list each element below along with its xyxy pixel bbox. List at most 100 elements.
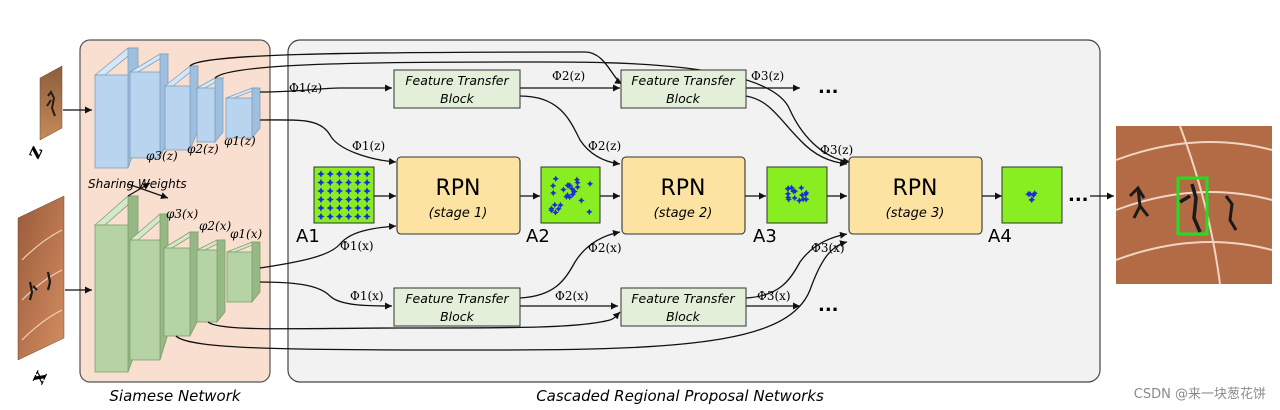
anchor-star: [785, 194, 792, 201]
anchor-star: [790, 187, 797, 195]
Phi2-z-label-b: Φ2(z): [588, 139, 621, 153]
ftb-top-2: Feature Transfer Block: [620, 69, 747, 109]
input-search-image: [17, 195, 65, 361]
phi1-x-label: φ1(x): [230, 227, 262, 241]
ellipsis-bottom: ...: [818, 295, 839, 316]
anchor-label-3: A3: [753, 226, 777, 247]
cascaded-rpn-caption: Cascaded Regional Proposal Networks: [536, 387, 824, 405]
anchor-star: [326, 195, 334, 204]
ftb-top-2-line1: Feature Transfer: [631, 73, 735, 88]
Phi3-x-label-b: Φ3(x): [757, 289, 791, 303]
anchor-star: [551, 201, 558, 209]
anchor-map-3: [766, 166, 828, 224]
anchor-star: [552, 175, 559, 183]
anchor-star: [363, 212, 371, 221]
ellipsis-middle: ...: [1068, 185, 1089, 206]
anchor-star: [798, 191, 806, 199]
ftb-bottom-1-line2: Block: [440, 309, 475, 324]
anchor-star: [363, 170, 371, 178]
anchor-star: [586, 208, 593, 216]
Phi3-x-label-a: Φ3(x): [811, 241, 845, 255]
anchor-star: [802, 196, 810, 203]
anchor-star: [335, 212, 343, 221]
anchor-star: [363, 204, 371, 212]
ftb-top-2-line2: Block: [666, 91, 701, 106]
anchor-star: [317, 170, 325, 178]
anchor-label-4: A4: [988, 226, 1012, 247]
anchor-star: [550, 189, 557, 197]
anchor-star: [578, 197, 585, 204]
anchor-star: [354, 212, 362, 221]
anchor-star: [564, 192, 571, 199]
anchor-star: [326, 170, 334, 178]
anchor-label-2: A2: [526, 226, 550, 247]
anchor-star: [345, 204, 353, 212]
rpn-1-stage: (stage 1): [429, 206, 488, 221]
anchor-star: [565, 182, 572, 189]
anchor-star: [326, 178, 334, 187]
anchor-star: [335, 204, 343, 212]
phi2-z-label: φ2(z): [187, 142, 219, 156]
anchor-star: [1031, 190, 1038, 197]
anchor-star: [569, 191, 576, 198]
siamese-network-caption: Siamese Network: [109, 387, 241, 405]
anchor-star: [803, 189, 810, 197]
anchor-star: [317, 195, 325, 204]
anchor-star: [317, 204, 325, 212]
Phi1-x-label-a: Φ1(x): [340, 239, 374, 253]
anchor-scatter-4: [1025, 190, 1038, 204]
sharing-weights-arrow-down: [127, 183, 169, 199]
ftb-bottom-1: Feature Transfer Block: [393, 287, 521, 327]
anchor-star: [345, 170, 353, 178]
anchor-grid-dots: [317, 170, 371, 221]
anchor-star: [354, 204, 362, 212]
anchor-star: [555, 205, 562, 213]
Phi2-x-label-b: Φ2(x): [555, 289, 589, 303]
ftb-bottom-1-line1: Feature Transfer: [405, 291, 509, 306]
anchor-star: [335, 187, 343, 195]
watermark: CSDN @来一块葱花饼: [1133, 387, 1266, 402]
anchor-star: [317, 178, 325, 187]
anchor-star: [563, 193, 570, 201]
anchor-star: [784, 190, 792, 198]
rpn-2-title: RPN: [660, 176, 705, 201]
anchor-star: [552, 209, 559, 216]
anchor-star: [345, 195, 353, 204]
anchor-star: [354, 187, 362, 195]
anchor-star: [1028, 196, 1035, 204]
rpn-stage-1: RPN (stage 1): [396, 156, 521, 235]
ftb-top-1-line1: Feature Transfer: [405, 73, 509, 88]
input-template-image: [39, 65, 63, 141]
anchor-star: [363, 187, 371, 195]
Phi3-z-label-b: Φ3(z): [820, 143, 853, 157]
anchor-star: [354, 170, 362, 178]
anchor-star: [548, 207, 555, 214]
phi2-x-label: φ2(x): [199, 219, 231, 233]
anchor-star: [317, 187, 325, 195]
phi3-z-label: φ3(z): [146, 149, 178, 163]
rpn-1-title: RPN: [435, 176, 480, 201]
anchor-star: [354, 178, 362, 187]
anchor-star: [1026, 190, 1034, 198]
anchor-star: [326, 204, 334, 212]
anchor-star: [354, 195, 362, 204]
anchor-label-1: A1: [296, 226, 320, 247]
output-tracking-image: [1115, 125, 1273, 285]
anchor-star: [586, 180, 594, 188]
anchor-star: [560, 186, 567, 193]
anchor-star: [785, 185, 792, 192]
ftb-top-1-line2: Block: [440, 91, 475, 106]
anchor-star: [1030, 191, 1037, 199]
anchor-star: [335, 170, 343, 178]
anchor-star: [335, 178, 343, 187]
anchor-star: [326, 212, 334, 221]
phi3-x-label: φ3(x): [166, 207, 198, 221]
ftb-top-1: Feature Transfer Block: [393, 69, 521, 109]
anchor-star: [345, 187, 353, 195]
ftb-bottom-2-line2: Block: [666, 309, 701, 324]
anchor-star: [363, 195, 371, 204]
Phi2-z-label-a: Φ2(z): [552, 69, 585, 83]
z-branch-cnn: [93, 47, 261, 169]
anchor-star: [549, 182, 557, 189]
